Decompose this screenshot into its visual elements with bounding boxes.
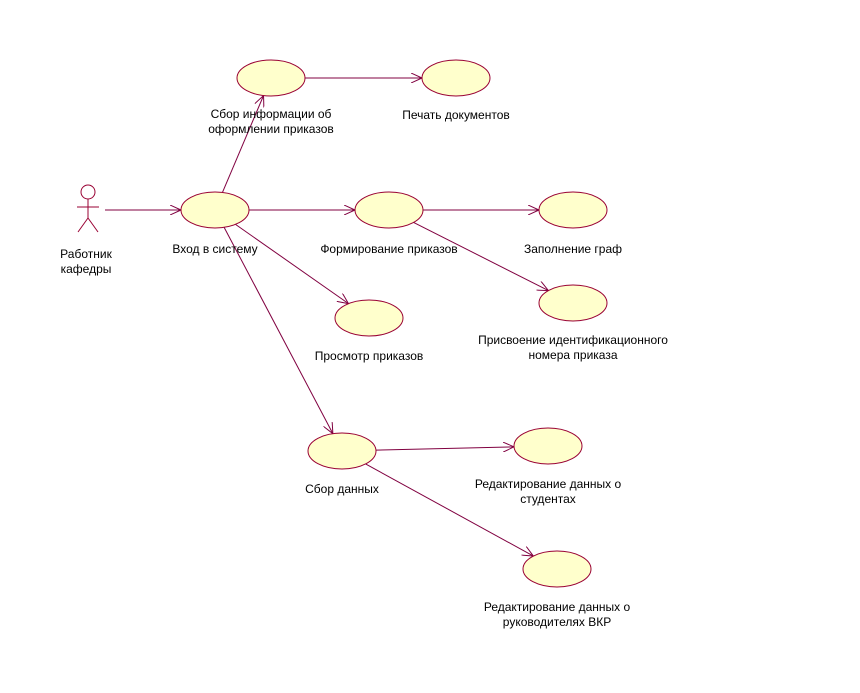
label-line: руководителях ВКР — [502, 615, 612, 629]
label-line: студентах — [520, 492, 576, 506]
label-vhod: Вход в систему — [172, 242, 257, 257]
usecase-red-ruk[interactable] — [522, 550, 592, 588]
label-line: Формирование приказов — [320, 242, 458, 256]
usecase-pechat[interactable] — [421, 59, 491, 97]
edge-vhod-to-sbor-info — [221, 96, 263, 193]
label-line: Работник — [60, 247, 112, 261]
label-zapolnenie: Заполнение граф — [524, 242, 622, 257]
label-pechat: Печать документов — [402, 108, 510, 123]
label-line: кафедры — [60, 262, 112, 276]
label-line: номера приказа — [528, 348, 618, 362]
usecase-red-stud[interactable] — [513, 427, 583, 465]
usecase-sbor-dannyh[interactable] — [307, 432, 377, 470]
label-line: Редактирование данных о — [483, 600, 631, 614]
usecase-prisvoenie[interactable] — [538, 284, 608, 322]
label-line: Просмотр приказов — [314, 349, 424, 363]
usecase-prosmotr[interactable] — [334, 299, 404, 337]
usecase-formirovanie[interactable] — [354, 191, 424, 229]
label-line: Редактирование данных о — [474, 477, 622, 491]
label-line: Заполнение граф — [523, 242, 623, 256]
label-prosmotr: Просмотр приказов — [315, 349, 423, 364]
usecase-vhod[interactable] — [180, 191, 250, 229]
label-line: Вход в систему — [172, 242, 258, 256]
label-line: Присвоение идентификационного — [478, 333, 668, 347]
label-line: оформлении приказов — [208, 122, 334, 136]
edge-formirovanie-to-prisvoenie — [413, 221, 549, 290]
usecase-zapolnenie[interactable] — [538, 191, 608, 229]
edge-sbor-dannyh-to-red-stud — [375, 447, 514, 450]
label-line: Печать документов — [402, 108, 510, 122]
label-line: Сбор данных — [305, 482, 379, 496]
label-sbor-dannyh: Сбор данных — [305, 482, 379, 497]
label-formirovanie: Формирование приказов — [320, 242, 457, 257]
edge-sbor-dannyh-to-red-ruk — [365, 463, 534, 556]
edge-vhod-to-prosmotr — [235, 223, 348, 303]
usecase-sbor-info[interactable] — [236, 59, 306, 97]
label-line: Сбор информации об — [210, 107, 332, 121]
actor-stick-figure[interactable] — [77, 184, 99, 233]
edge-vhod-to-sbor-dannyh — [223, 227, 333, 433]
